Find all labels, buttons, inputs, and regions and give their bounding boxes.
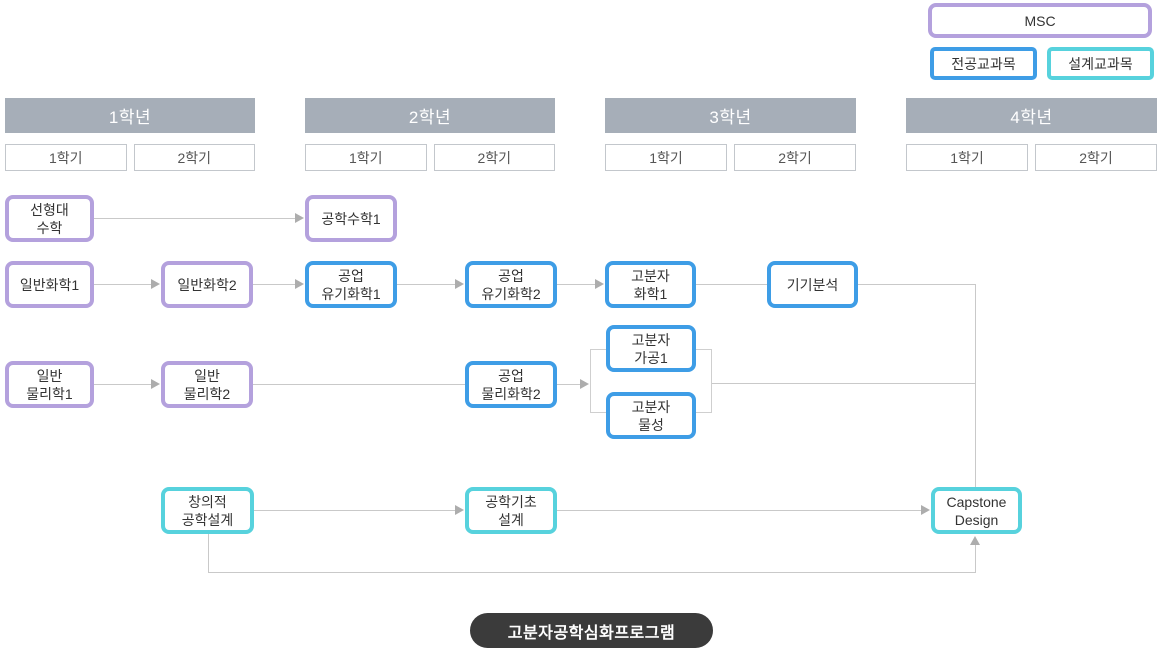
connector-instrumental-analysis-to-capstone-branch (858, 284, 975, 285)
course-label: 고분자 가공1 (631, 331, 671, 366)
legend-major-label: 전공교과목 (951, 55, 1016, 72)
course-creative-eng-design: 창의적 공학설계 (161, 487, 254, 534)
connector-gen-chem2-to-ind-org-chem1 (253, 284, 296, 285)
year-3-semester-2: 2학기 (734, 144, 856, 171)
legend-msc-label: MSC (1024, 12, 1056, 29)
course-label: 일반 물리학1 (26, 367, 73, 402)
arrowhead-ind-org-chem1 (295, 279, 304, 289)
course-gen-phys2: 일반 물리학2 (161, 361, 253, 408)
course-label: 선형대 수학 (30, 201, 69, 236)
connector-ind-phys-chem2-to-group (557, 384, 581, 385)
year-column-3: 3학년 1학기 2학기 (605, 98, 856, 171)
year-column-1: 1학년 1학기 2학기 (5, 98, 255, 171)
year-3-semester-1: 1학기 (605, 144, 727, 171)
course-gen-chem1: 일반화학1 (5, 261, 94, 308)
connector-gen-phys2-to-ind-phys-chem2 (253, 384, 465, 385)
connector-feedback-up (975, 545, 976, 573)
year-1-semester-1: 1학기 (5, 144, 127, 171)
arrowhead-eng-math1 (295, 213, 304, 223)
connector-basic-design-to-capstone (557, 510, 922, 511)
legend-major-courses: 전공교과목 (930, 47, 1037, 80)
legend-design-courses: 설계교과목 (1047, 47, 1154, 80)
year-1-header: 1학년 (5, 98, 255, 133)
arrowhead-capstone-design (921, 505, 930, 515)
connector-polymer-chem1-to-instrumental-analysis (696, 284, 767, 285)
course-polymer-chem1: 고분자 화학1 (605, 261, 696, 308)
course-label: 고분자 화학1 (631, 267, 670, 302)
connector-vertical-to-capstone (975, 284, 976, 487)
year-4-semester-2: 2학기 (1035, 144, 1157, 171)
year-column-2: 2학년 1학기 2학기 (305, 98, 555, 171)
course-gen-phys1: 일반 물리학1 (5, 361, 94, 408)
course-capstone-design: Capstone Design (931, 487, 1022, 534)
course-label: 일반화학2 (177, 276, 237, 293)
connector-feedback-across (208, 572, 976, 573)
legend-design-label: 설계교과목 (1068, 55, 1133, 72)
arrowhead-capstone-bottom (970, 536, 980, 545)
year-4-semester-1: 1학기 (906, 144, 1028, 171)
course-label: 창의적 공학설계 (181, 493, 234, 528)
course-label: Capstone Design (946, 493, 1007, 528)
course-eng-math1: 공학수학1 (305, 195, 397, 242)
arrowhead-ind-org-chem2 (455, 279, 464, 289)
arrowhead-course-group (580, 379, 589, 389)
connector-ind-org-chem2-to-polymer-chem1 (557, 284, 596, 285)
year-2-semester-2: 2학기 (433, 144, 555, 171)
arrowhead-gen-phys2 (151, 379, 160, 389)
course-label: 공학수학1 (321, 210, 381, 227)
arrowhead-basic-eng-design (455, 505, 464, 515)
connector-group-to-capstone-branch (712, 383, 975, 384)
course-label: 고분자 물성 (631, 398, 671, 433)
course-polymer-processing1: 고분자 가공1 (606, 325, 696, 372)
course-polymer-properties: 고분자 물성 (606, 392, 696, 439)
course-label: 공업 유기화학1 (321, 267, 381, 302)
year-2-header: 2학년 (305, 98, 555, 133)
year-2-semester-1: 1학기 (305, 144, 427, 171)
arrowhead-gen-chem2 (151, 279, 160, 289)
course-label: 일반화학1 (19, 276, 80, 293)
course-basic-eng-design: 공학기초 설계 (465, 487, 557, 534)
course-ind-phys-chem2: 공업 물리화학2 (465, 361, 557, 408)
course-label: 일반 물리학2 (183, 367, 231, 402)
legend-msc: MSC (928, 3, 1152, 38)
course-label: 공업 유기화학2 (481, 267, 541, 302)
course-ind-org-chem2: 공업 유기화학2 (465, 261, 557, 308)
course-label: 기기분석 (786, 276, 839, 293)
course-linear-algebra: 선형대 수학 (5, 195, 94, 242)
arrowhead-polymer-chem1 (595, 279, 604, 289)
year-1-semester-2: 2학기 (133, 144, 255, 171)
course-instrumental-analysis: 기기분석 (767, 261, 858, 308)
connector-ind-org-chem1-to-ind-org-chem2 (397, 284, 456, 285)
year-4-header: 4학년 (906, 98, 1157, 133)
course-label: 공학기초 설계 (485, 493, 537, 528)
year-3-header: 3학년 (605, 98, 856, 133)
course-ind-org-chem1: 공업 유기화학1 (305, 261, 397, 308)
connector-gen-chem1-to-gen-chem2 (94, 284, 152, 285)
year-column-4: 4학년 1학기 2학기 (906, 98, 1157, 171)
connector-creative-design-to-basic-design (254, 510, 456, 511)
connector-linear-algebra-to-eng-math1 (94, 218, 296, 219)
connector-gen-phys1-to-gen-phys2 (94, 384, 152, 385)
course-gen-chem2: 일반화학2 (161, 261, 253, 308)
course-label: 공업 물리화학2 (481, 367, 541, 402)
connector-feedback-down (208, 534, 209, 573)
program-badge: 고분자공학심화프로그램 (470, 613, 713, 648)
